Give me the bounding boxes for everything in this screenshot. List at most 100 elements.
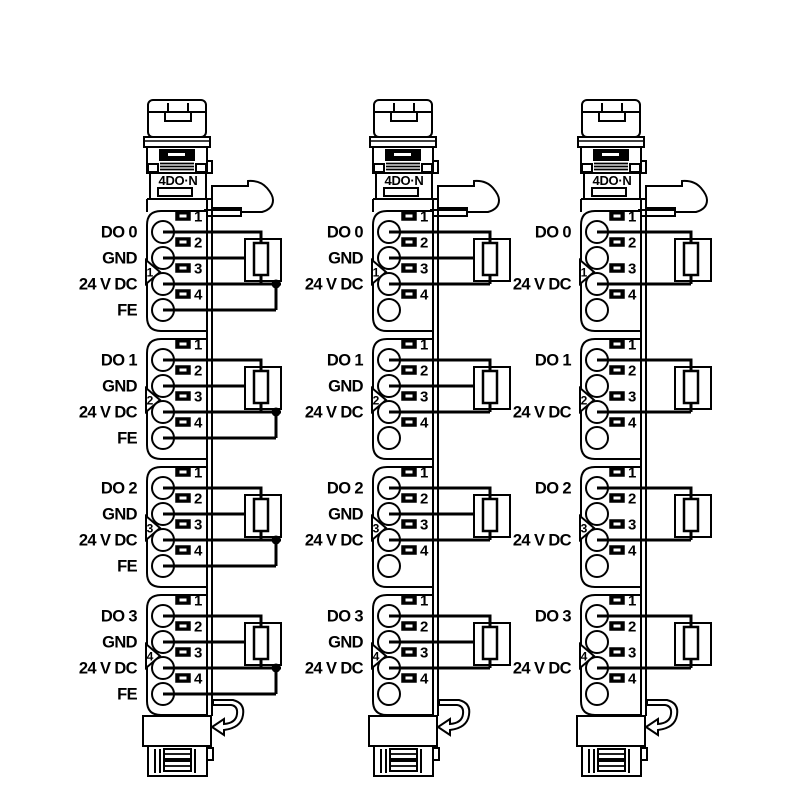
clamp-led-slit xyxy=(394,153,411,156)
terminal-label: 24 V DC xyxy=(513,532,572,550)
terminal-label: 24 V DC xyxy=(305,276,364,294)
unlock-arrow-top-tongue xyxy=(204,209,242,217)
terminal-number: 1 xyxy=(420,209,428,226)
load-resistor xyxy=(252,241,270,277)
group-marker-number: 2 xyxy=(147,394,154,408)
terminal-number: 1 xyxy=(628,465,636,482)
device-label: 4DO·N xyxy=(593,173,632,188)
wire-do-to-load xyxy=(163,486,263,499)
top-connector-latch-plate xyxy=(164,111,192,122)
terminal-number: 4 xyxy=(420,671,429,688)
terminal-label: GND xyxy=(328,250,364,268)
wire-do-to-load xyxy=(163,230,263,243)
led-indicator-slit xyxy=(613,214,621,218)
terminal-number: 1 xyxy=(420,593,428,610)
wire-do-to-load xyxy=(389,230,492,243)
load-resistor xyxy=(252,369,270,405)
device-label-window xyxy=(157,187,193,197)
terminal-label: GND xyxy=(102,378,138,396)
led-indicator-slit xyxy=(613,676,621,680)
device-label-window xyxy=(591,187,627,197)
led-indicator-slit xyxy=(613,368,621,372)
top-mount-bar xyxy=(143,136,211,148)
led-indicator-slit xyxy=(179,240,187,244)
terminal-circle xyxy=(585,554,609,578)
terminal-number: 4 xyxy=(420,415,429,432)
wire-do-to-load xyxy=(163,358,263,371)
side-tab xyxy=(640,160,647,174)
terminal-number: 2 xyxy=(194,363,202,380)
terminal-label: 24 V DC xyxy=(513,404,572,422)
load-resistor xyxy=(481,369,499,405)
terminal-circle xyxy=(377,554,401,578)
load-resistor xyxy=(682,369,700,405)
terminal-label: GND xyxy=(102,506,138,524)
led-indicator-slit xyxy=(405,240,413,244)
led-indicator-slit xyxy=(613,598,621,602)
terminal-number: 3 xyxy=(628,261,636,278)
terminal-label: DO 3 xyxy=(535,608,572,626)
terminal-label: GND xyxy=(102,250,138,268)
wire-do-to-load xyxy=(597,614,693,627)
led-indicator-slit xyxy=(179,624,187,628)
terminal-number: 3 xyxy=(420,645,428,662)
terminal-number: 3 xyxy=(420,261,428,278)
led-indicator-slit xyxy=(405,496,413,500)
led-indicator-slit xyxy=(613,522,621,526)
load-resistor xyxy=(682,497,700,533)
terminal-label: FE xyxy=(117,686,137,704)
unlock-arrow-bottom-icon xyxy=(210,699,245,737)
clamp-foot xyxy=(147,163,159,173)
terminal-number: 2 xyxy=(194,235,202,252)
terminal-number: 3 xyxy=(420,389,428,406)
top-mount-bar xyxy=(369,136,437,148)
led-indicator-slit xyxy=(613,650,621,654)
terminal-number: 2 xyxy=(628,363,636,380)
terminal-number: 3 xyxy=(194,261,202,278)
clamp-foot xyxy=(373,163,385,173)
group-marker-number: 1 xyxy=(581,266,588,280)
group-marker-number: 2 xyxy=(373,394,380,408)
terminal-number: 4 xyxy=(628,543,637,560)
led-indicator-slit xyxy=(179,598,187,602)
wire-do-to-load xyxy=(389,614,492,627)
terminal-number: 3 xyxy=(420,517,428,534)
terminal-number: 4 xyxy=(420,287,429,304)
wire-do-to-load xyxy=(597,230,693,243)
terminal-circle xyxy=(585,374,609,398)
terminal-circle xyxy=(585,246,609,270)
terminal-number: 3 xyxy=(628,645,636,662)
terminal-label: 24 V DC xyxy=(305,660,364,678)
led-indicator-slit xyxy=(405,266,413,270)
led-indicator-slit xyxy=(179,420,187,424)
clamp-led-slit xyxy=(168,153,185,156)
terminal-label: DO 1 xyxy=(101,352,138,370)
terminal-circle xyxy=(585,630,609,654)
terminal-number: 1 xyxy=(628,337,636,354)
terminal-number: 2 xyxy=(420,235,428,252)
load-resistor xyxy=(682,241,700,277)
terminal-label: DO 3 xyxy=(101,608,138,626)
terminal-label: 24 V DC xyxy=(79,532,138,550)
led-indicator-slit xyxy=(179,548,187,552)
terminal-number: 3 xyxy=(194,389,202,406)
terminal-label: 24 V DC xyxy=(79,404,138,422)
led-indicator-slit xyxy=(179,650,187,654)
led-indicator-slit xyxy=(179,522,187,526)
terminal-circle xyxy=(377,298,401,322)
side-tab xyxy=(206,160,213,174)
clamp-led-slit xyxy=(602,153,619,156)
terminal-number: 3 xyxy=(194,645,202,662)
terminal-number: 2 xyxy=(420,363,428,380)
group-marker-number: 4 xyxy=(373,650,380,664)
terminal-number: 1 xyxy=(194,209,202,226)
group-marker-number: 2 xyxy=(581,394,588,408)
load-resistor xyxy=(481,497,499,533)
device-label: 4DO·N xyxy=(159,173,198,188)
led-indicator-slit xyxy=(405,522,413,526)
top-connector-latch-plate xyxy=(390,111,418,122)
terminal-number: 1 xyxy=(194,593,202,610)
unlock-arrow-bottom-icon xyxy=(436,699,471,737)
group-marker-number: 1 xyxy=(147,266,154,280)
